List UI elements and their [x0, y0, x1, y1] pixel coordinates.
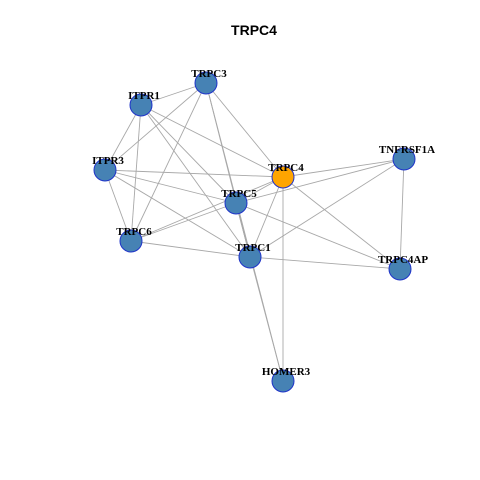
node-label-tnfrsf1a: TNFRSF1A: [379, 144, 435, 156]
node-trpc6: [119, 229, 143, 253]
edge-trpc4-tnfrsf1a: [282, 158, 405, 178]
edge-trpc1-trpc4ap: [249, 256, 401, 270]
edge-trpc6-trpc1: [130, 240, 251, 258]
nodes-layer: [93, 71, 416, 393]
edge-trpc3-trpc4: [205, 82, 284, 178]
node-trpc4ap: [388, 257, 412, 281]
edge-itpr3-trpc4: [104, 169, 284, 178]
edge-trpc5-homer3: [235, 202, 284, 382]
node-tnfrsf1a: [392, 147, 416, 171]
node-trpc5: [224, 191, 248, 215]
node-label-homer3: HOMER3: [262, 366, 311, 378]
node-label-trpc5: TRPC5: [221, 188, 257, 200]
edge-trpc3-itpr3: [104, 82, 207, 171]
edge-trpc4-trpc1: [249, 176, 284, 258]
edge-trpc5-trpc6: [130, 202, 237, 242]
edge-itpr3-trpc1: [104, 169, 251, 258]
edge-itpr1-trpc5: [140, 104, 237, 204]
edge-itpr1-trpc6: [130, 104, 142, 242]
edge-trpc5-trpc4ap: [235, 202, 401, 270]
node-trpc1: [238, 245, 262, 269]
edges-layer: [104, 82, 405, 382]
edge-tnfrsf1a-trpc1: [249, 158, 405, 258]
edge-trpc4-trpc6: [130, 176, 284, 242]
edge-tnfrsf1a-trpc4ap: [399, 158, 405, 270]
edge-trpc4-trpc4ap: [282, 176, 401, 270]
edge-tnfrsf1a-trpc5: [235, 158, 405, 204]
node-label-trpc4: TRPC4: [268, 162, 304, 174]
node-label-trpc4ap: TRPC4AP: [378, 254, 428, 266]
node-trpc3: [194, 71, 218, 95]
edge-itpr1-trpc1: [140, 104, 251, 258]
edge-itpr3-trpc5: [104, 169, 237, 204]
node-label-trpc6: TRPC6: [116, 226, 152, 238]
node-label-itpr1: ITPR1: [128, 90, 160, 102]
node-itpr1: [129, 93, 153, 117]
node-trpc4: [271, 165, 295, 189]
node-homer3: [271, 369, 295, 393]
node-label-trpc3: TRPC3: [191, 68, 227, 80]
edge-itpr1-itpr3: [104, 104, 142, 171]
node-label-trpc1: TRPC1: [235, 242, 270, 254]
edge-itpr1-trpc4: [140, 104, 284, 178]
edge-itpr3-trpc6: [104, 169, 132, 242]
edge-trpc3-trpc6: [130, 82, 207, 242]
graph-title: TRPC4: [231, 22, 277, 38]
node-label-itpr3: ITPR3: [92, 155, 124, 167]
node-itpr3: [93, 158, 117, 182]
